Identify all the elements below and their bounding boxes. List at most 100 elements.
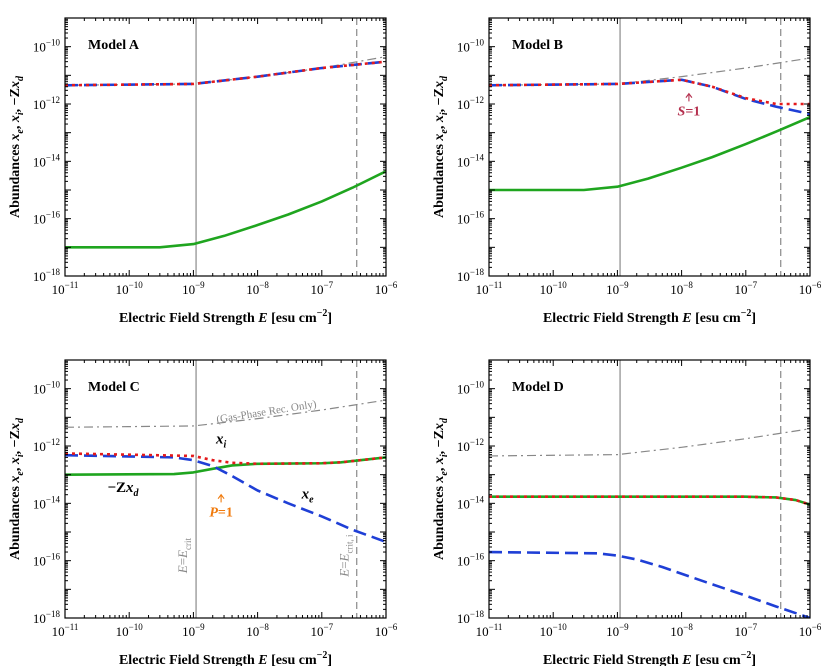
ylabel-xd-sub: d <box>439 417 450 423</box>
tick-exp: −18 <box>46 267 61 277</box>
tick-exp: −12 <box>46 95 60 105</box>
ylabel-xi-sub: i <box>439 112 450 115</box>
tick-exp: −10 <box>470 38 485 48</box>
tick-exp: −11 <box>65 622 79 632</box>
x-tick-label: 10−8 <box>670 280 693 297</box>
tick-base: 10 <box>52 624 65 639</box>
tick-base: 10 <box>457 97 470 112</box>
annotation-var: E <box>175 565 190 574</box>
ylabel-xi: x <box>432 115 447 123</box>
tick-base: 10 <box>457 611 470 626</box>
annotation-sub: e <box>309 494 314 505</box>
series-line-xd <box>65 456 386 476</box>
series-group <box>489 57 810 192</box>
annotation-var2: E <box>336 553 351 562</box>
annotation-sub: d <box>134 488 140 499</box>
series-line-xd <box>489 115 810 192</box>
annotation-label-S: S=1 <box>678 104 701 119</box>
panel-title: Model B <box>512 38 563 53</box>
annotation-label-xd_lab: −Zxd <box>107 480 139 499</box>
xlabel-unit-exp: −2 <box>741 650 752 661</box>
x-tick-label: 10−7 <box>311 280 334 297</box>
annotation-label-ecrit_lab: E=Ecrit <box>175 538 193 575</box>
ylabel-xi-sub: i <box>15 112 26 115</box>
series-line-xi <box>65 60 386 87</box>
xlabel-unit: [esu cm <box>268 311 317 326</box>
ylabel-xi: x <box>8 115 23 123</box>
tick-exp: −14 <box>470 494 485 504</box>
xlabel-var: E <box>681 311 691 326</box>
x-axis-label: Electric Field Strength E [esu cm−2] <box>119 650 332 666</box>
annotation-symbol: P <box>209 505 218 520</box>
tick-exp: −6 <box>388 280 398 290</box>
xlabel-var: E <box>257 653 267 666</box>
panel-title: Model A <box>88 38 140 53</box>
annotation-sub: i <box>223 440 226 451</box>
tick-exp: −18 <box>470 267 485 277</box>
ylabel-xe-sub: e <box>439 471 450 476</box>
tick-exp: −10 <box>553 622 568 632</box>
tick-base: 10 <box>116 624 129 639</box>
tick-exp: −14 <box>470 152 485 162</box>
series-line-gas <box>489 57 810 86</box>
y-axis-label: Abundances xe, xi, −Zxd <box>432 75 450 218</box>
y-tick-label: 10−12 <box>33 437 60 454</box>
tick-base: 10 <box>33 382 46 397</box>
x-tick-label: 10−7 <box>735 280 758 297</box>
tick-base: 10 <box>457 496 470 511</box>
y-tick-label: 10−18 <box>457 609 485 626</box>
annotation-label-P: P=1 <box>209 505 233 520</box>
tick-base: 10 <box>311 624 324 639</box>
xlabel-var: E <box>681 653 691 666</box>
series-group <box>65 399 386 544</box>
tick-base: 10 <box>735 282 748 297</box>
ylabel-xd-sub: d <box>15 75 26 81</box>
tick-base: 10 <box>311 282 324 297</box>
tick-base: 10 <box>182 624 195 639</box>
tick-base: 10 <box>476 282 489 297</box>
tick-exp: −11 <box>65 280 79 290</box>
y-tick-label: 10−16 <box>457 210 485 227</box>
tick-base: 10 <box>33 269 46 284</box>
tick-base: 10 <box>375 282 388 297</box>
ylabel-xe: x <box>432 476 447 484</box>
panel-title: Model C <box>88 380 140 395</box>
ylabel-xi-sub: i <box>15 454 26 457</box>
tick-exp: −10 <box>129 622 144 632</box>
tick-base: 10 <box>52 282 65 297</box>
x-tick-label: 10−6 <box>375 622 398 639</box>
xlabel-unit-exp: −2 <box>741 308 752 319</box>
annotation-value: =1 <box>685 104 700 119</box>
x-tick-label: 10−9 <box>606 622 629 639</box>
x-tick-label: 10−7 <box>735 622 758 639</box>
y-axis-label: Abundances xe, xi, −Zxd <box>8 75 26 218</box>
xlabel-unit-exp: −2 <box>317 650 328 661</box>
xlabel-unit-close: ] <box>327 653 332 666</box>
tick-exp: −10 <box>553 280 568 290</box>
xlabel-text: Electric Field Strength <box>543 653 682 666</box>
x-tick-label: 10−8 <box>246 622 269 639</box>
tick-exp: −16 <box>470 210 485 220</box>
y-axis-label: Abundances xe, xi, −Zxd <box>8 417 26 560</box>
ylabel-sep: , <box>432 122 447 129</box>
tick-exp: −14 <box>46 494 61 504</box>
x-tick-label: 10−8 <box>246 280 269 297</box>
xlabel-unit: [esu cm <box>692 653 741 666</box>
xlabel-text: Electric Field Strength <box>543 311 682 326</box>
annotation-eq: = <box>175 558 190 565</box>
y-tick-label: 10−16 <box>457 552 485 569</box>
ylabel-text: Abundances <box>8 141 23 218</box>
annotation-sub: crit, i <box>344 534 354 553</box>
tick-exp: −11 <box>489 622 503 632</box>
ylabel-text: Abundances <box>432 141 447 218</box>
y-tick-label: 10−18 <box>457 267 485 284</box>
tick-exp: −12 <box>470 95 484 105</box>
ylabel-sep2: , −Z <box>8 88 23 112</box>
tick-base: 10 <box>116 282 129 297</box>
y-tick-label: 10−14 <box>457 494 485 511</box>
tick-exp: −9 <box>619 280 629 290</box>
annotation-var: x <box>125 480 134 496</box>
x-tick-label: 10−9 <box>606 280 629 297</box>
ylabel-xd: x <box>8 423 23 431</box>
tick-base: 10 <box>457 40 470 55</box>
